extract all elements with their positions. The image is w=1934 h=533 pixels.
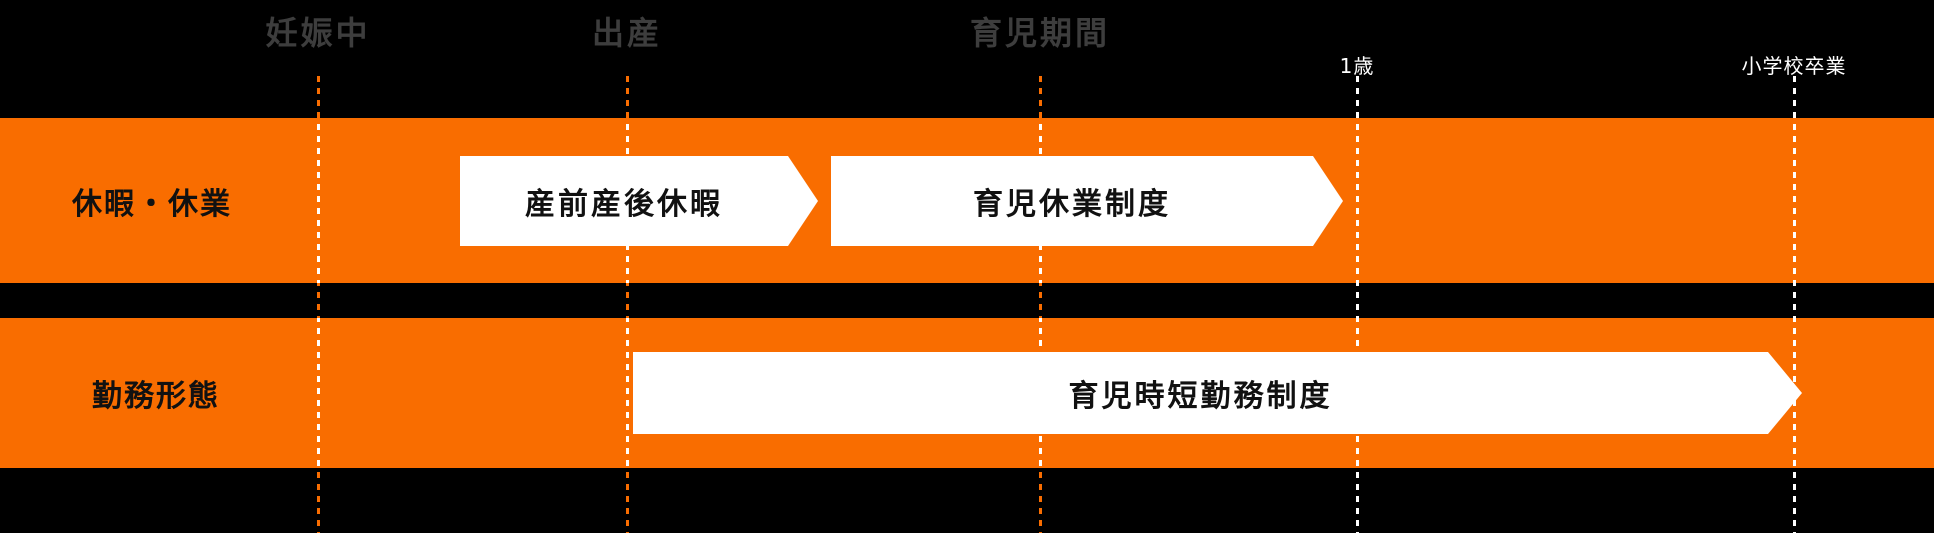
arrow-maternity-leave-label: 産前産後休暇 — [525, 187, 723, 222]
arrow-childcare-leave-system-label: 育児休業制度 — [973, 187, 1171, 222]
milestone-label-birth: 出産 — [591, 14, 663, 52]
row-label-workstyle: 勤務形態 — [92, 379, 220, 414]
milestone-label-age-one: 1歳 — [1339, 54, 1375, 78]
row-label-leave: 休暇・休業 — [72, 186, 232, 222]
milestone-label-childcare-period: 育児期間 — [969, 14, 1111, 52]
milestone-label-elementary-graduation: 小学校卒業 — [1741, 54, 1847, 78]
milestone-line-age-one — [1356, 76, 1359, 533]
milestone-label-pregnancy: 妊娠中 — [265, 14, 371, 52]
arrow-childcare-leave-system: 育児休業制度 — [831, 156, 1343, 246]
arrow-shortened-work-hours-system-label: 育児時短勤務制度 — [1068, 379, 1333, 414]
arrow-maternity-leave: 産前産後休暇 — [460, 156, 818, 246]
milestone-line-birth — [626, 76, 629, 533]
milestone-line-elementary-graduation — [1793, 76, 1796, 533]
milestone-line-pregnancy — [317, 76, 320, 533]
arrow-shortened-work-hours-system: 育児時短勤務制度 — [633, 352, 1802, 434]
milestone-line-childcare-period — [1039, 76, 1042, 533]
